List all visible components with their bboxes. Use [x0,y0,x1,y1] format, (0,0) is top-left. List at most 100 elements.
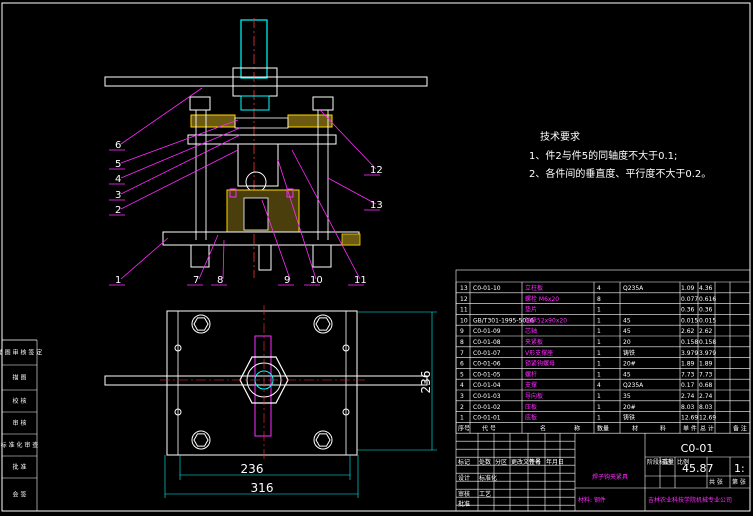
balloon-12: 12 [370,165,383,176]
bom-cell: 压板 [525,403,537,411]
top-small-hole [342,408,350,416]
drawing-title: 焊子钩夹紧具 [592,473,628,481]
mass-value: 45.87 [682,462,714,475]
leader-line [198,234,219,280]
title-block-label: 设计 [458,474,470,482]
bom-cell: 1 [597,393,601,400]
bom-cell: 1.09 [681,285,695,292]
tech-requirement-2: 2、各件间的垂直度、平行度不大于0.2。 [529,169,712,180]
balloon-6: 6 [115,140,121,151]
top-view [104,305,428,462]
bom-cell: 夹紧板 [525,338,543,346]
bom-cell: 2.74 [699,393,713,400]
top-base [166,310,358,456]
bom-cell: 12.69 [681,415,698,422]
base-plate-end [341,233,361,246]
title-block-label: 共 张 [709,478,723,486]
bottom-nut-right [312,244,332,268]
title-block-label: 第 张 [732,478,746,486]
bom-header-cell: 序号 [458,424,470,432]
bom-cell: 13 [460,285,468,292]
top-handle [104,375,428,386]
title-block-label: 分区 [495,458,507,466]
bom-cell: 7.73 [681,371,695,378]
top-bolts [174,314,350,450]
title-block-label: 年月日 [546,458,564,466]
tech-requirements-title: 技术要求 [540,132,580,143]
bom-cell: C0-01-06 [473,361,501,368]
top-bolt-circle [313,430,333,450]
leader-line [261,199,291,280]
bom-cell: 垫片 [525,306,537,314]
bom-cell: 6 [460,361,464,368]
bom-cell: 0.616 [699,296,716,303]
left-strip-label: 审 核 [13,419,27,427]
bom-cell: 0.36 [681,307,695,314]
left-strip-label: 描 图 审 核 签 定 [0,349,42,357]
bom-cell: 8.03 [681,404,695,411]
top-small-hole [342,344,350,352]
title-block-label: 比例 [677,458,689,466]
leader-line [319,109,377,170]
bom-cell: 3.979 [699,350,716,357]
title-block-label: 重量 [662,458,674,466]
bom-cell: 20# [623,404,636,411]
bom-cell: 45 [623,317,631,324]
bom-cell: 1 [597,350,601,357]
dim-inner-width: 236 [241,462,264,476]
bom-header-cell: 单 件 [683,424,697,432]
left-strip-label: 校 核 [13,397,27,405]
bom-cell: 2.62 [699,328,713,335]
bom-cell: 锁紧钩螺母 [525,360,555,368]
left-strip-label: 标 准 化 审 查 [1,441,39,449]
bom-cell: 8 [597,296,601,303]
title-block-label: 签名 [529,458,541,466]
bom-cell: 1 [597,361,601,368]
bom-header-cell: 总 计 [700,424,714,432]
balloon-5: 5 [115,159,121,170]
bom-cell: 5 [460,371,464,378]
dim-height: 236 [419,371,433,394]
balloon-7: 7 [193,275,199,286]
title-block-label: 批准 [458,500,470,508]
balloon-3: 3 [115,190,121,201]
clamp-magenta [229,188,237,198]
bom-cell: 4 [597,285,601,292]
bom-cell: 10 [460,317,468,324]
bolt-head-left [189,96,211,111]
bom-cell: 0.015 [681,317,698,324]
scale-value: 1: [734,462,745,475]
bom-cell: C0-01-01 [473,415,501,422]
bom-cell: 7.73 [699,371,713,378]
title-block-label: 更改文件号 [511,458,541,466]
bom-cell: 1 [460,415,464,422]
dim-outer-width: 316 [251,481,274,495]
bom-cell: 8 [460,339,464,346]
top-bolt-hex [315,433,331,447]
bom-header-cell: 代 号 [482,424,496,432]
bom-cell: C0-01-07 [473,350,501,357]
material-label: 材料: 钢件 [578,496,606,504]
title-block-label: 处数 [479,458,491,466]
bottom-nut-left [190,244,210,268]
hub-neck [240,95,270,111]
bom-cell: 11 [460,307,468,314]
bolt-head-right [312,96,334,111]
bom-cell: 9 [460,328,464,335]
handle-bar [104,76,428,87]
title-block-label: 标记 [458,458,470,466]
leader-line [120,149,239,210]
top-bolt-hex [193,433,209,447]
bom-cell: 螺栓 M6x20 [525,295,559,303]
bom-cell: 2.62 [681,328,695,335]
bom-cell: C0-01-04 [473,382,501,389]
upper-plate-left [190,114,236,128]
bom-cell: 1 [597,328,601,335]
bottom-spindle [258,244,272,271]
top-bolt-circle [191,314,211,334]
bom-header-cell: 名 [540,424,546,432]
bom-cell: C0-01-09 [473,328,501,335]
top-bolt-circle [313,314,333,334]
